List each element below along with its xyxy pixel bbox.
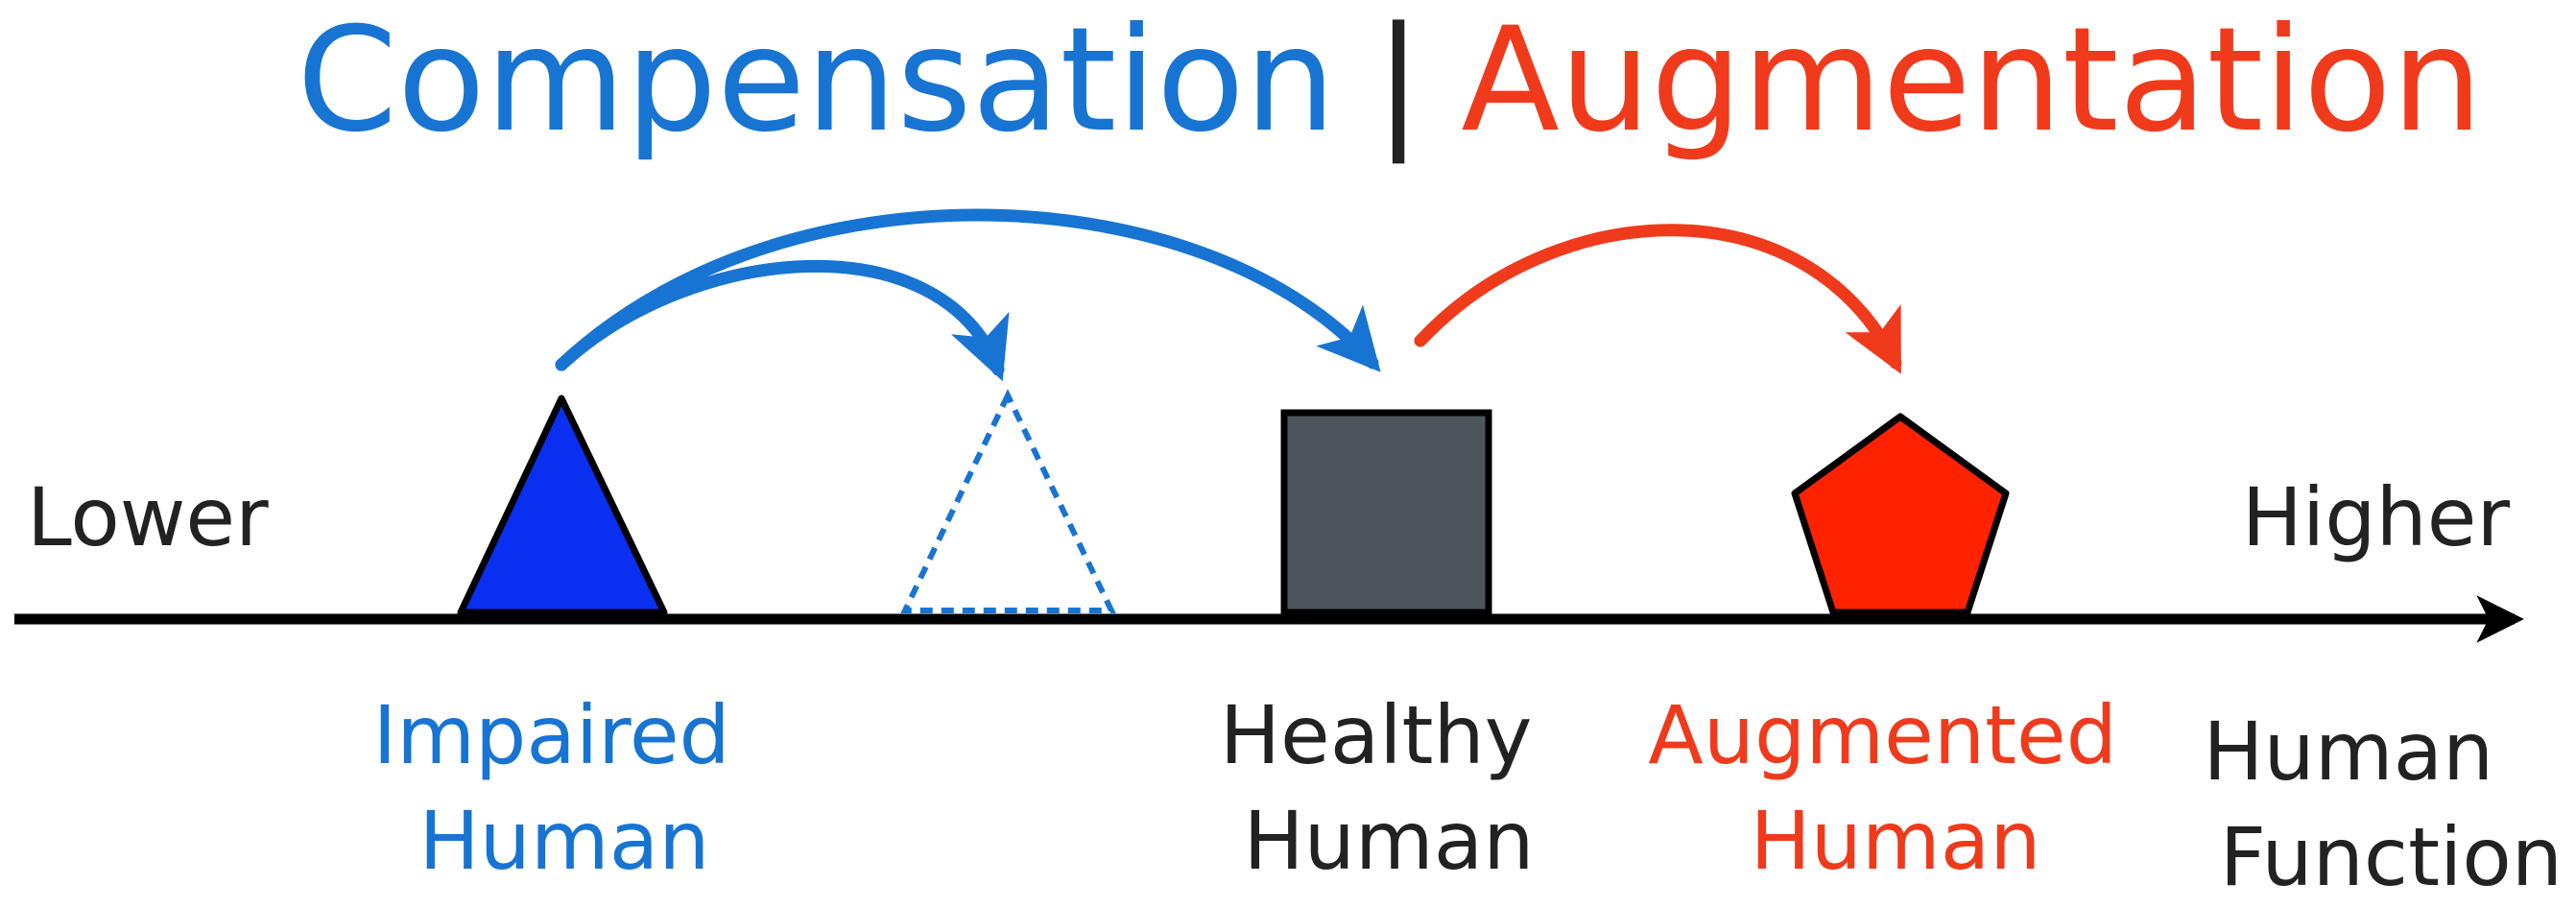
axis-higher-label: Higher bbox=[2242, 470, 2511, 564]
impaired-human-triangle bbox=[457, 394, 668, 616]
augmented-human-pentagon bbox=[1791, 413, 2010, 616]
title-separator: | bbox=[1374, 0, 1423, 164]
title-augmentation: Augmentation bbox=[1461, 0, 2482, 164]
impaired-human-label: Impaired Human bbox=[372, 688, 755, 888]
healthy-human-label-line2: Human bbox=[1244, 794, 1535, 888]
impaired-human-label-line1: Impaired bbox=[372, 688, 729, 782]
impaired-human-label-line2: Human bbox=[419, 794, 710, 888]
augmented-human-label: Augmented Human bbox=[1648, 688, 2142, 888]
axis-quantity-label: Human Function bbox=[2203, 705, 2563, 904]
diagram-title: Compensation|Augmentation bbox=[297, 0, 2483, 164]
healthy-human-label: Healthy Human bbox=[1220, 688, 1558, 888]
axis-lower-label: Lower bbox=[27, 470, 269, 564]
compensated-dashed-triangle bbox=[900, 389, 1116, 613]
augmented-human-label-line1: Augmented bbox=[1648, 688, 2117, 782]
augmented-human-label-line2: Human bbox=[1751, 794, 2041, 888]
axis-quantity-line1: Human bbox=[2203, 705, 2493, 799]
axis-quantity-line2: Function bbox=[2220, 810, 2563, 904]
healthy-human-label-line1: Healthy bbox=[1220, 688, 1533, 782]
healthy-human-square bbox=[1280, 409, 1492, 616]
compensation-arrow-full bbox=[555, 208, 1381, 372]
title-compensation: Compensation bbox=[297, 0, 1336, 164]
augmentation-arrow bbox=[1414, 224, 1902, 374]
